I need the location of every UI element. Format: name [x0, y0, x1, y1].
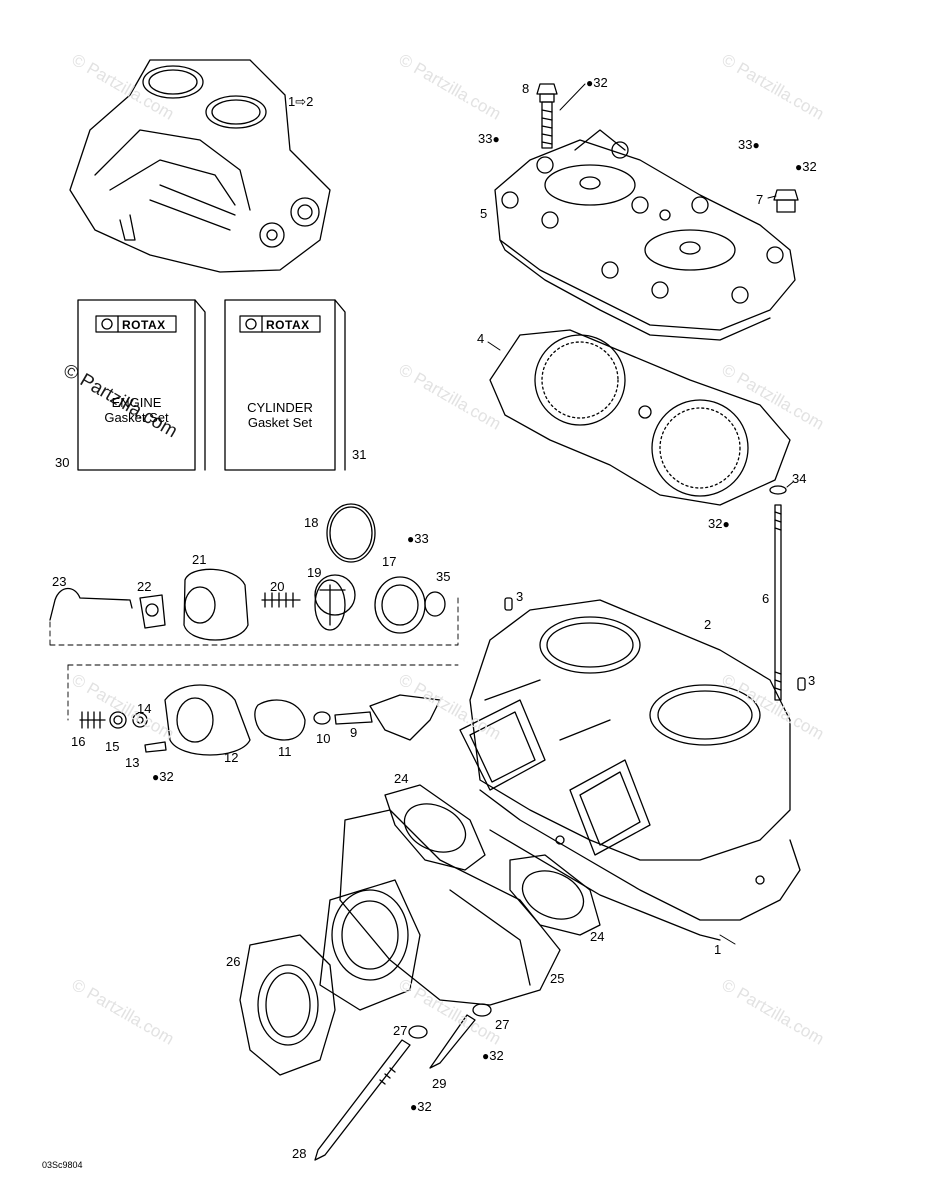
callout-32-nut-7: ●32 — [795, 159, 817, 175]
engine-kit-line2: Gasket Set — [104, 410, 169, 425]
engine-gasket-set-box — [77, 299, 206, 471]
label-24-top: 24 — [394, 771, 409, 786]
callout-32-bolt-29: ●32 — [482, 1048, 504, 1064]
label-6: 6 — [762, 591, 770, 606]
oil-drop-icon: ● — [152, 770, 160, 784]
callout-32-bolt-8: ●32 — [586, 75, 608, 91]
label-2: 2 — [704, 617, 712, 632]
base-gasket-1 — [479, 789, 801, 945]
bolts-28-29 — [314, 1003, 492, 1161]
callout-32-screw-13: ●32 — [152, 769, 174, 785]
oil-drop-icon: ● — [482, 1049, 490, 1063]
label-7: 7 — [756, 192, 764, 207]
cylinder-kit-line2: Gasket Set — [247, 415, 313, 430]
cylinder-2 — [459, 599, 791, 861]
label-34: 34 — [792, 471, 807, 486]
label-21: 21 — [192, 552, 207, 567]
label-11: 11 — [278, 744, 292, 759]
callout-32-stud: 32● — [708, 516, 730, 532]
dowel-pins-3 — [504, 597, 806, 691]
label-30: 30 — [55, 455, 70, 470]
label-13: 13 — [125, 755, 140, 770]
callout-33-nut-7: 33● — [738, 137, 760, 153]
engine-kit-title: ENGINE Gasket Set — [78, 395, 195, 425]
label-1: 1 — [714, 942, 722, 957]
cylinder-gasket-set-box — [224, 299, 346, 471]
label-8: 8 — [522, 81, 530, 96]
label-22: 22 — [137, 579, 152, 594]
label-25: 25 — [550, 971, 565, 986]
engine-kit-brand: ROTAX — [122, 318, 166, 332]
label-20: 20 — [270, 579, 285, 594]
label-5: 5 — [480, 206, 488, 221]
label-3-right: 3 — [808, 673, 816, 688]
callout-33-bolt-8: 33● — [478, 131, 500, 147]
engine-block-illustration — [69, 59, 331, 273]
label-24-bottom: 24 — [590, 929, 605, 944]
flange-gasket-26 — [239, 934, 336, 1076]
label-15: 15 — [105, 739, 120, 754]
label-26: 26 — [226, 954, 241, 969]
intake-manifold-25 — [319, 809, 561, 1011]
label-31: 31 — [352, 447, 367, 462]
cylinder-kit-title: CYLINDER Gasket Set — [225, 400, 335, 430]
label-29: 29 — [432, 1076, 447, 1091]
stud-6 — [769, 481, 794, 701]
oil-drop-icon: ● — [752, 138, 760, 152]
label-28: 28 — [292, 1146, 307, 1161]
cylinder-kit-line1: CYLINDER — [247, 400, 313, 415]
label-18: 18 — [304, 515, 319, 530]
callout-32-bolt-28: ●32 — [410, 1099, 432, 1115]
label-10: 10 — [316, 731, 331, 746]
label-19: 19 — [307, 565, 322, 580]
cylinder-head-5 — [494, 129, 796, 341]
intake-gasket-24 — [384, 784, 601, 936]
rave-valve-lower-row — [67, 664, 459, 756]
label-4: 4 — [477, 331, 485, 346]
oil-drop-icon: ● — [492, 132, 500, 146]
label-27-left: 27 — [393, 1023, 408, 1038]
callout-33-seal: ●33 — [407, 531, 429, 547]
label-12: 12 — [224, 750, 239, 765]
oil-drop-icon: ● — [407, 532, 415, 546]
oil-drop-icon: ● — [795, 160, 803, 174]
label-35: 35 — [436, 569, 451, 584]
label-27-right: 27 — [495, 1017, 510, 1032]
note-1-to-2: 1⇨2 — [288, 94, 314, 109]
label-17: 17 — [382, 554, 397, 569]
nut-7 — [767, 189, 799, 213]
oil-drop-icon: ● — [410, 1100, 418, 1114]
cylinder-kit-brand: ROTAX — [266, 318, 310, 332]
oil-drop-icon: ● — [722, 517, 730, 531]
label-14: 14 — [137, 701, 152, 716]
label-3-left: 3 — [516, 589, 524, 604]
bolt-8 — [536, 83, 586, 149]
engine-kit-line1: ENGINE — [111, 395, 162, 410]
diagram-reference: 03Sc9804 — [42, 1160, 83, 1170]
label-16: 16 — [71, 734, 86, 749]
label-9: 9 — [350, 725, 358, 740]
label-23: 23 — [52, 574, 67, 589]
head-gasket-4 — [487, 329, 791, 506]
oil-drop-icon: ● — [586, 76, 594, 90]
rave-valve-upper-row — [49, 503, 459, 646]
